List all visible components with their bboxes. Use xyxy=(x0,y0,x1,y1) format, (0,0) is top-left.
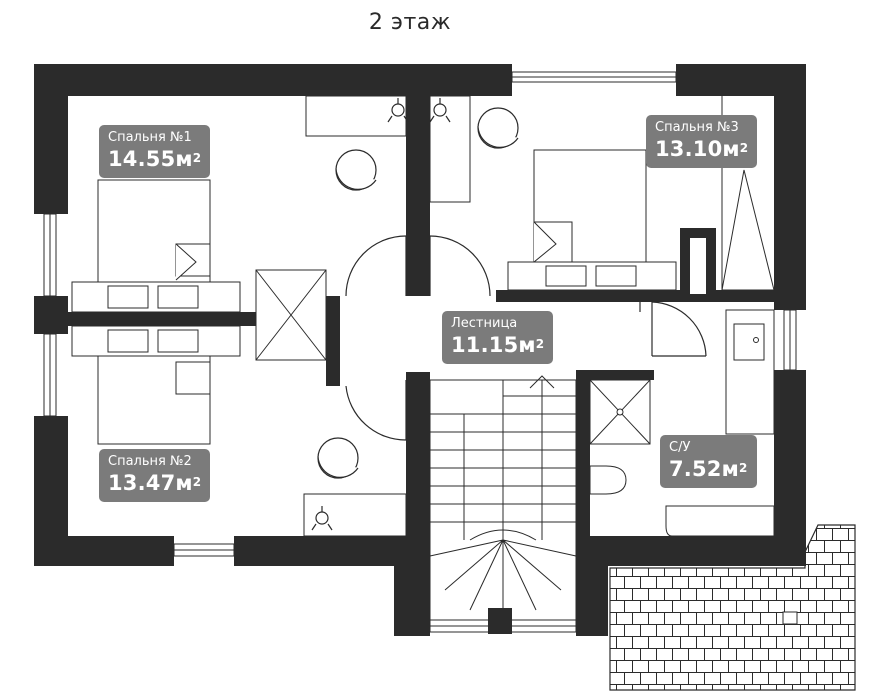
stair-exit-block xyxy=(488,608,512,634)
bedroom3-furniture xyxy=(429,95,775,291)
room-name: С/У xyxy=(669,440,691,455)
desk-lamp-icon xyxy=(311,506,333,531)
room-name: Спальня №2 xyxy=(108,454,192,469)
bedroom1-chair xyxy=(335,149,377,191)
room-label-bedroom-2: Спальня №2 13.47м2 xyxy=(99,449,211,502)
bathroom-fixtures xyxy=(589,309,775,537)
room-label-bedroom-1: Спальня №1 14.55м2 xyxy=(99,125,211,178)
bedroom2-chair xyxy=(317,437,359,479)
wall-niche xyxy=(690,238,706,294)
floor-title: 2 этаж xyxy=(368,10,452,35)
room-name: Лестница xyxy=(451,316,518,331)
room-area: 13.10м2 xyxy=(655,137,749,161)
room-area: 14.55м2 xyxy=(108,147,202,171)
staircase xyxy=(429,375,577,621)
bedroom3-chair xyxy=(477,107,519,149)
room-name: Спальня №1 xyxy=(108,130,192,145)
room-label-bathroom: С/У 7.52м2 xyxy=(660,435,757,488)
bedroom1-furniture xyxy=(71,95,407,361)
room-label-staircase: Лестница 11.15м2 xyxy=(442,311,554,364)
outer-walls xyxy=(34,64,806,636)
room-label-bedroom-3: Спальня №3 13.10м2 xyxy=(646,115,758,168)
desk-lamp-icon xyxy=(387,98,409,123)
room-area: 13.47м2 xyxy=(108,471,202,495)
room-area: 7.52м2 xyxy=(669,457,748,481)
room-area: 11.15м2 xyxy=(451,333,545,357)
room-name: Спальня №3 xyxy=(655,120,739,135)
desk-lamp-icon xyxy=(429,98,451,123)
doors xyxy=(345,235,707,441)
bedroom2-furniture xyxy=(71,325,407,537)
